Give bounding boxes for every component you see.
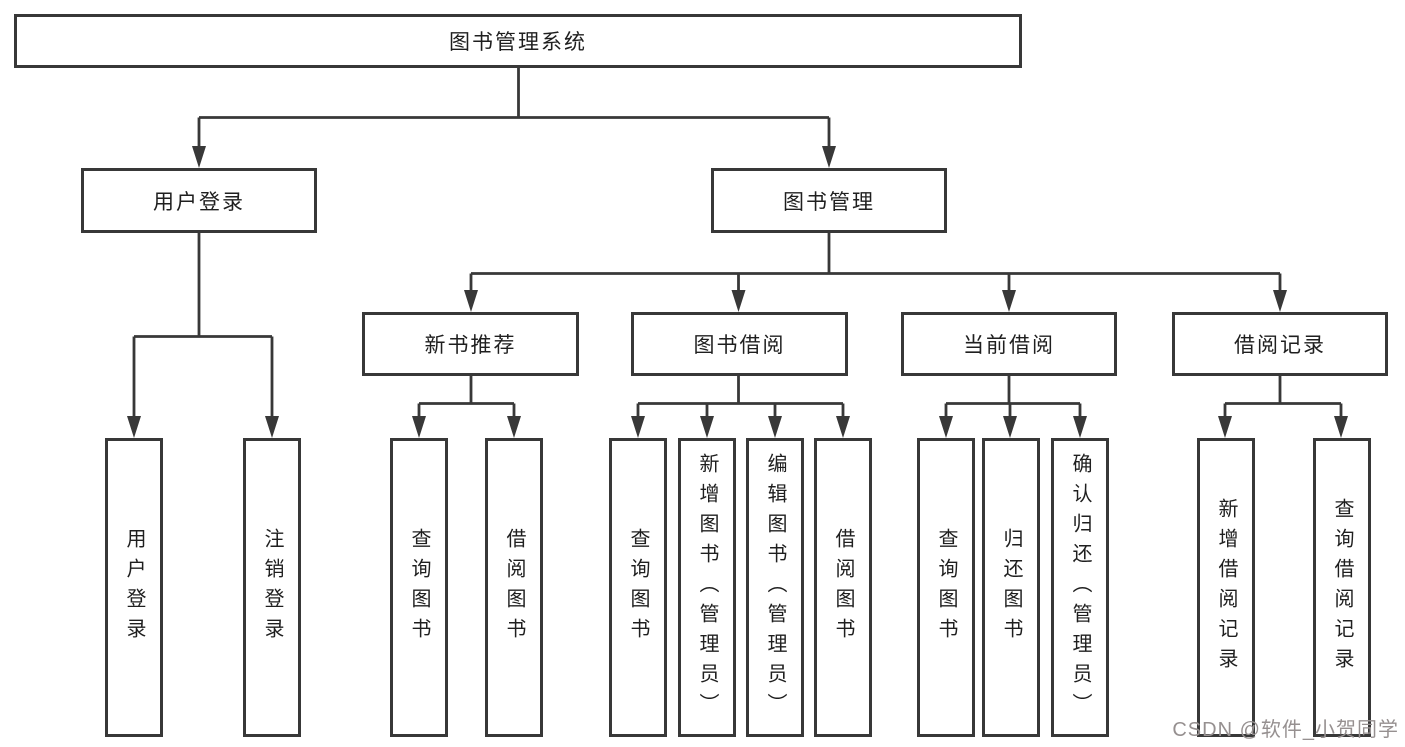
node-label: 图书管理系统 (449, 31, 587, 54)
node-leaf-confirm-return-admin: 确认归还（管理员） (1051, 438, 1109, 737)
node-label: 查询借阅记录 (1331, 497, 1353, 678)
node-label: 查询图书 (408, 527, 430, 648)
node-new-book-recommend: 新书推荐 (362, 312, 579, 376)
node-leaf-user-login: 用户登录 (105, 438, 163, 737)
node-label: 确认归还（管理员） (1069, 452, 1091, 723)
node-label: 查询图书 (935, 527, 957, 648)
node-label: 归还图书 (1000, 527, 1022, 648)
node-borrow-records: 借阅记录 (1172, 312, 1388, 376)
node-label: 借阅记录 (1234, 334, 1326, 357)
node-label: 新增图书（管理员） (696, 452, 718, 723)
tree-connector-paths (132, 67, 1343, 418)
node-leaf-return-book: 归还图书 (982, 438, 1040, 737)
node-leaf-borrow-books: 借阅图书 (814, 438, 872, 737)
node-leaf-query-books-current: 查询图书 (917, 438, 975, 737)
node-label: 借阅图书 (832, 527, 854, 648)
node-leaf-logout: 注销登录 (243, 438, 301, 737)
node-leaf-query-books-recommend: 查询图书 (390, 438, 448, 737)
node-label: 图书借阅 (693, 334, 786, 357)
node-label: 用户登录 (123, 527, 145, 648)
arrow-down-icon (127, 146, 1348, 438)
node-label: 新增借阅记录 (1215, 497, 1237, 678)
node-leaf-query-borrow-record: 查询借阅记录 (1313, 438, 1371, 737)
node-library-system-root: 图书管理系统 (14, 14, 1022, 68)
node-book-management: 图书管理 (711, 168, 947, 233)
csdn-watermark: CSDN @软件_小贺同学 (1172, 719, 1399, 741)
node-label: 查询图书 (627, 527, 649, 648)
node-leaf-edit-book-admin: 编辑图书（管理员） (746, 438, 804, 737)
node-leaf-query-books-borrow: 查询图书 (609, 438, 667, 737)
node-leaf-borrow-books-recommend: 借阅图书 (485, 438, 543, 737)
node-current-borrow: 当前借阅 (901, 312, 1117, 376)
node-label: 用户登录 (153, 190, 245, 214)
node-book-borrow: 图书借阅 (631, 312, 848, 376)
node-label: 编辑图书（管理员） (764, 452, 786, 723)
node-user-login: 用户登录 (81, 168, 317, 233)
node-label: 图书管理 (783, 190, 875, 214)
node-label: 新书推荐 (424, 334, 517, 357)
node-label: 当前借阅 (963, 334, 1055, 357)
node-leaf-add-book-admin: 新增图书（管理员） (678, 438, 736, 737)
node-label: 注销登录 (261, 527, 283, 648)
node-label: 借阅图书 (503, 527, 525, 648)
node-leaf-add-borrow-record: 新增借阅记录 (1197, 438, 1255, 737)
